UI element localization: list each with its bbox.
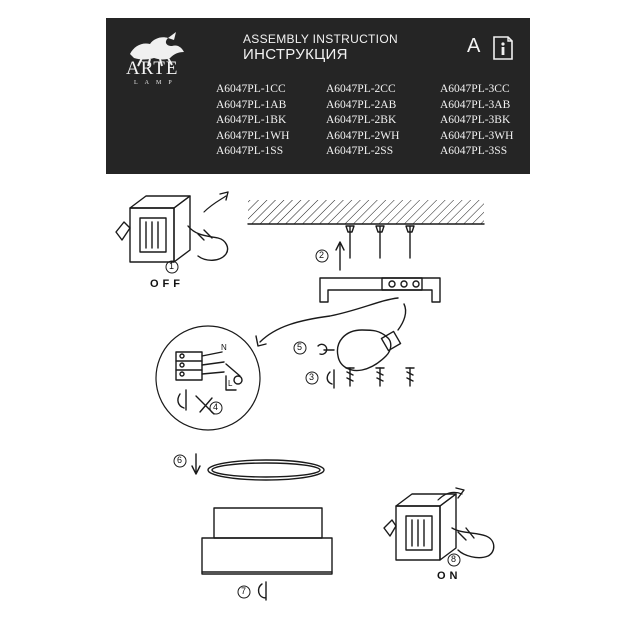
neutral-label: N	[221, 343, 227, 352]
model-code: A6047PL-1WH	[216, 129, 290, 142]
live-label: L	[228, 379, 233, 388]
step-6-number: 6	[177, 455, 183, 465]
mounting-bracket	[319, 277, 441, 303]
step-6-marker	[173, 454, 187, 468]
model-code: A6047PL-3WH	[440, 129, 514, 142]
step-7-marker	[237, 585, 251, 599]
step-4-number: 4	[213, 402, 219, 412]
model-code: A6047PL-1BK	[216, 114, 287, 127]
model-code: A6047PL-1SS	[216, 145, 284, 158]
header-band	[106, 18, 530, 174]
language-letter: A	[467, 35, 481, 57]
model-code: A6047PL-3CC	[440, 83, 510, 95]
brand-name: ARTE	[126, 58, 179, 79]
title-russian: ИНСТРУКЦИЯ	[243, 46, 348, 63]
brand-subtitle: LAMP	[134, 80, 179, 86]
step-5-marker	[293, 341, 307, 355]
model-code: A6047PL-2BK	[326, 114, 397, 127]
ceiling-anchors	[335, 225, 415, 271]
rotate-screw-icon	[257, 581, 267, 601]
ceiling	[247, 200, 485, 225]
step-2-number: 2	[319, 250, 325, 260]
model-code: A6047PL-2AB	[326, 98, 397, 111]
model-code: A6047PL-3AB	[440, 98, 511, 111]
on-label: ON	[437, 570, 462, 582]
step-8-marker	[447, 553, 461, 567]
off-label: OFF	[150, 278, 184, 290]
down-arrow-icon	[191, 453, 201, 475]
step-2-marker	[315, 249, 329, 263]
terminal-detail	[155, 325, 261, 431]
switch-off-illustration	[115, 191, 229, 263]
step-5-number: 5	[297, 342, 303, 352]
model-code: A6047PL-3SS	[440, 145, 508, 158]
griffin-logo-icon	[130, 32, 184, 67]
rotate-icon	[317, 343, 335, 356]
model-list-1: A6047PL-1CC A6047PL-1AB A6047PL-1BK A604…	[216, 82, 326, 160]
step-4-marker	[209, 401, 223, 415]
screws	[345, 367, 415, 387]
model-list-3: A6047PL-3CC A6047PL-3AB A6047PL-3BK A604…	[440, 82, 550, 160]
step-7-number: 7	[241, 586, 247, 596]
step-1-number: 1	[169, 261, 175, 271]
wire-to-terminal	[255, 297, 399, 347]
model-list-2: A6047PL-2CC A6047PL-2AB A6047PL-2BK A604…	[326, 82, 436, 160]
model-code: A6047PL-1AB	[216, 98, 287, 111]
step-8-number: 8	[451, 554, 457, 564]
screwdriver-rotate-icon	[326, 369, 335, 389]
bulb	[336, 303, 407, 372]
step-3-number: 3	[309, 372, 315, 382]
step-3-marker	[305, 371, 319, 385]
step-1-marker	[165, 260, 179, 274]
model-code: A6047PL-3BK	[440, 114, 511, 127]
title-english: ASSEMBLY INSTRUCTION	[243, 32, 398, 46]
model-code: A6047PL-2WH	[326, 129, 400, 142]
info-document-icon	[493, 36, 513, 60]
model-code: A6047PL-1CC	[216, 83, 286, 95]
shade-body	[201, 507, 333, 575]
switch-on-illustration	[383, 487, 495, 561]
model-code: A6047PL-2CC	[326, 83, 396, 95]
ring-gasket	[207, 459, 325, 481]
model-code: A6047PL-2SS	[326, 145, 394, 158]
